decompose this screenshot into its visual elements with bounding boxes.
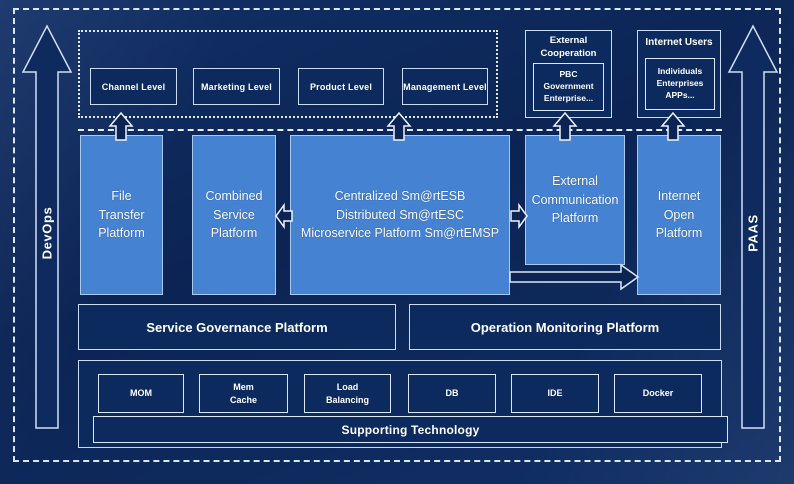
- management-level-label: Management Level: [403, 81, 487, 92]
- box-file-transfer-platform: File Transfer Platform: [80, 135, 163, 295]
- box-mom: MOM: [98, 374, 184, 413]
- outer-dashed-frame: [13, 8, 781, 462]
- ide-label: IDE: [547, 388, 563, 399]
- supporting-technology-label: Supporting Technology: [341, 422, 480, 437]
- file-transfer-platform-label: File Transfer Platform: [98, 188, 145, 241]
- box-combined-service-platform: Combined Service Platform: [192, 135, 276, 295]
- external-cooperation-title: External Cooperation: [540, 35, 597, 59]
- internet-users-members-label: Individuals Enterprises APPs...: [656, 66, 704, 100]
- external-communication-platform-label: External Communication Platform: [531, 173, 619, 226]
- box-channel-level: Channel Level: [90, 68, 177, 105]
- supporting-technology-banner: Supporting Technology: [93, 416, 728, 443]
- box-db: DB: [408, 374, 496, 413]
- product-level-label: Product Level: [309, 81, 373, 92]
- box-external-cooperation: External Cooperation PBC Government Ente…: [525, 30, 612, 118]
- mom-label: MOM: [130, 388, 152, 399]
- service-governance-label: Service Governance Platform: [146, 319, 328, 335]
- box-ide: IDE: [511, 374, 599, 413]
- box-marketing-level: Marketing Level: [193, 68, 280, 105]
- box-mem-cache: Mem Cache: [199, 374, 288, 413]
- box-external-cooperation-members: PBC Government Enterprise...: [533, 63, 604, 111]
- box-docker: Docker: [614, 374, 702, 413]
- channel-level-label: Channel Level: [101, 81, 166, 92]
- central-esb-platform-label: Centralized Sm@rtESB Distributed Sm@rtES…: [300, 188, 500, 241]
- business-levels-container: [78, 30, 498, 118]
- box-service-governance-platform: Service Governance Platform: [78, 304, 396, 350]
- docker-label: Docker: [642, 388, 674, 399]
- load-balancing-label: Load Balancing: [325, 382, 369, 405]
- operation-monitoring-label: Operation Monitoring Platform: [470, 319, 660, 335]
- box-internet-users: Internet Users Individuals Enterprises A…: [637, 30, 721, 118]
- box-load-balancing: Load Balancing: [304, 374, 391, 413]
- internet-open-platform-label: Internet Open Platform: [655, 188, 703, 241]
- layer-dashed-separator: [78, 129, 722, 131]
- mem-cache-label: Mem Cache: [229, 382, 257, 405]
- combined-service-platform-label: Combined Service Platform: [205, 188, 263, 241]
- box-internet-users-members: Individuals Enterprises APPs...: [645, 58, 715, 110]
- box-central-esb-platform: Centralized Sm@rtESB Distributed Sm@rtES…: [290, 135, 510, 295]
- devops-rail-label: DevOps: [39, 206, 55, 260]
- internet-users-title: Internet Users: [645, 37, 713, 48]
- box-operation-monitoring-platform: Operation Monitoring Platform: [409, 304, 721, 350]
- box-management-level: Management Level: [402, 68, 488, 105]
- paas-rail-label: PAAS: [745, 214, 761, 252]
- external-cooperation-members-label: PBC Government Enterprise...: [543, 69, 594, 103]
- marketing-level-label: Marketing Level: [200, 81, 273, 92]
- box-external-communication-platform: External Communication Platform: [525, 135, 625, 265]
- box-internet-open-platform: Internet Open Platform: [637, 135, 721, 295]
- box-product-level: Product Level: [298, 68, 384, 105]
- db-label: DB: [445, 388, 459, 399]
